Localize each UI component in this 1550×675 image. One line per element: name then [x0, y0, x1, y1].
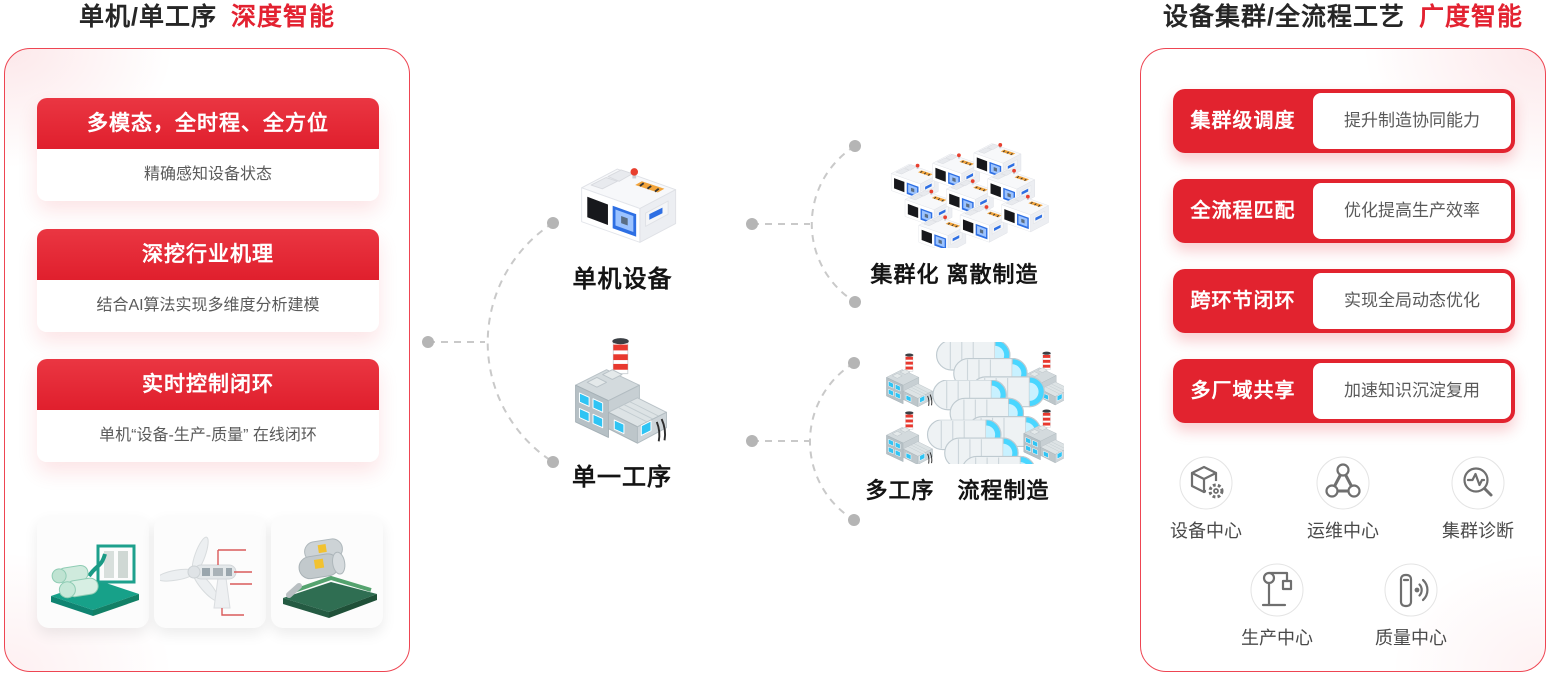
center-item-diagnosis: 集群诊断 — [1418, 456, 1538, 543]
feature-card-body: 精确感知设备状态 — [37, 149, 379, 201]
quality-sensor-icon — [1384, 563, 1438, 617]
single-process-node: 单一工序 — [552, 336, 692, 492]
capability-label: 全流程匹配 — [1190, 200, 1296, 222]
center-label: 生产中心 — [1241, 628, 1313, 648]
left-title-text: 单机/单工序 — [79, 3, 217, 31]
center-item-production: 生产中心 — [1217, 563, 1337, 650]
capability-desc: 实现全局动态优化 — [1313, 273, 1511, 329]
wind-turbine-illustration — [160, 536, 252, 616]
generator-unit-photo — [271, 516, 383, 628]
feature-card-closedloop: 实时控制闭环 单机“设备-生产-质量” 在线闭环 — [37, 359, 379, 462]
center-item-operations: 运维中心 — [1283, 456, 1403, 543]
cluster-nodes-icon — [1316, 456, 1370, 510]
diagnosis-magnifier-icon — [1451, 456, 1505, 510]
right-panel: 集群级调度 提升制造协同能力 全流程匹配 优化提高生产效率 跨环节闭环 实现全局… — [1140, 48, 1546, 672]
center-label: 运维中心 — [1307, 521, 1379, 541]
single-process-label: 单一工序 — [572, 464, 672, 491]
feature-card-body: 单机“设备-生产-质量” 在线闭环 — [37, 410, 379, 462]
single-machine-label: 单机设备 — [572, 266, 673, 293]
center-item-equipment: 设备中心 — [1146, 456, 1266, 543]
left-title-highlight: 深度智能 — [230, 3, 335, 31]
capability-desc: 加速知识沉淀复用 — [1313, 363, 1511, 419]
feature-card-header: 实时控制闭环 — [37, 359, 379, 410]
capability-label: 跨环节闭环 — [1190, 290, 1296, 312]
capability-row-sharing: 多厂域共享 加速知识沉淀复用 — [1173, 359, 1515, 423]
right-title-text: 设备集群/全流程工艺 — [1163, 3, 1405, 31]
cnc-machine-icon — [564, 154, 682, 248]
capability-desc: 提升制造协同能力 — [1313, 93, 1511, 149]
dashed-fork-connectors — [422, 140, 861, 526]
feature-card-header: 深挖行业机理 — [37, 229, 379, 280]
wind-turbine-cutaway-photo — [154, 516, 266, 628]
capability-desc: 优化提高生产效率 — [1313, 183, 1511, 239]
feature-card-header: 多模态，全时程、全方位 — [37, 98, 379, 149]
left-panel: 多模态，全时程、全方位 精确感知设备状态 深挖行业机理 结合AI算法实现多维度分… — [4, 48, 410, 672]
capability-label: 集群级调度 — [1190, 110, 1296, 132]
left-section-title: 单机/单工序深度智能 — [4, 0, 410, 34]
capability-row-matching: 全流程匹配 优化提高生产效率 — [1173, 179, 1515, 243]
center-label: 集群诊断 — [1442, 521, 1514, 541]
machine-cluster-label: 集群化 离散制造 — [870, 262, 1039, 287]
robot-arm-icon — [1250, 563, 1304, 617]
machine-cluster-node: 集群化 离散制造 — [852, 136, 1057, 289]
center-item-quality: 质量中心 — [1351, 563, 1471, 650]
equipment-photo-row — [37, 516, 383, 628]
right-title-highlight: 广度智能 — [1418, 3, 1523, 31]
compressor-illustration — [51, 544, 139, 616]
capability-row-crossloop: 跨环节闭环 实现全局动态优化 — [1173, 269, 1515, 333]
center-label: 设备中心 — [1170, 521, 1242, 541]
center-label: 质量中心 — [1375, 628, 1447, 648]
box-gear-icon — [1179, 456, 1233, 510]
capability-label: 多厂域共享 — [1190, 380, 1296, 402]
feature-card-body: 结合AI算法实现多维度分析建模 — [37, 280, 379, 332]
compressor-unit-photo — [37, 516, 149, 628]
multi-process-node: 多工序 流程制造 — [850, 342, 1065, 505]
machine-cluster-icon — [855, 136, 1055, 248]
generator-illustration — [283, 538, 377, 618]
single-machine-node: 单机设备 — [550, 154, 695, 294]
factory-icon — [564, 336, 680, 446]
capability-row-scheduling: 集群级调度 提升制造协同能力 — [1173, 89, 1515, 153]
feature-card-mechanism: 深挖行业机理 结合AI算法实现多维度分析建模 — [37, 229, 379, 332]
factory-cluster-icon — [852, 342, 1064, 464]
right-section-title: 设备集群/全流程工艺广度智能 — [1140, 0, 1546, 34]
multi-process-label: 多工序 流程制造 — [865, 478, 1050, 503]
feature-card-multimodal: 多模态，全时程、全方位 精确感知设备状态 — [37, 98, 379, 201]
